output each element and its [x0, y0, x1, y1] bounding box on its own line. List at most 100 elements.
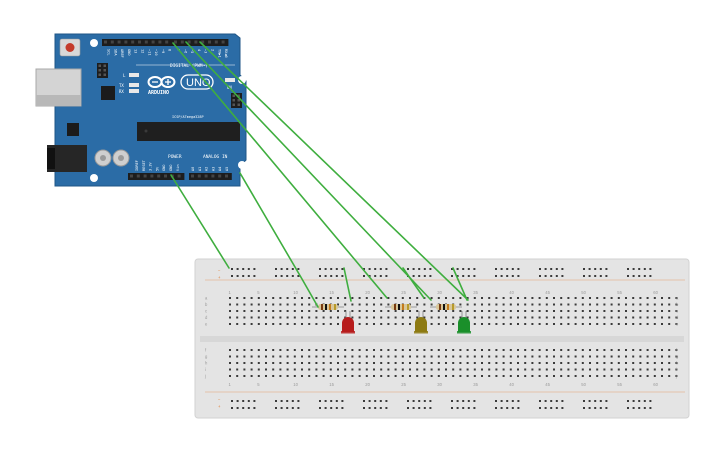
breadboard-hole[interactable] — [250, 303, 253, 306]
breadboard-hole[interactable] — [344, 355, 347, 358]
breadboard-hole[interactable] — [437, 316, 440, 319]
rail-hole[interactable] — [385, 268, 388, 270]
rail-hole[interactable] — [632, 400, 635, 402]
header-pin[interactable] — [143, 174, 147, 178]
breadboard-hole[interactable] — [243, 297, 246, 299]
breadboard-hole[interactable] — [337, 362, 339, 364]
rail-hole[interactable] — [594, 407, 597, 409]
rail-hole[interactable] — [649, 407, 652, 409]
breadboard-hole[interactable] — [617, 355, 620, 358]
breadboard-hole[interactable] — [243, 362, 246, 364]
breadboard-hole[interactable] — [567, 349, 570, 351]
breadboard-hole[interactable] — [301, 310, 303, 312]
breadboard-hole[interactable] — [610, 316, 613, 319]
breadboard-hole[interactable] — [531, 310, 534, 312]
breadboard-hole[interactable] — [653, 316, 656, 319]
breadboard-hole[interactable] — [243, 310, 246, 312]
breadboard-hole[interactable] — [437, 362, 440, 364]
breadboard-hole[interactable] — [560, 310, 563, 312]
breadboard-hole[interactable] — [646, 368, 649, 371]
breadboard-hole[interactable] — [481, 297, 483, 299]
rail-hole[interactable] — [242, 400, 245, 402]
breadboard-hole[interactable] — [617, 323, 620, 325]
breadboard-hole[interactable] — [308, 362, 311, 364]
breadboard-hole[interactable] — [545, 349, 548, 351]
breadboard-hole[interactable] — [545, 375, 548, 377]
breadboard-hole[interactable] — [531, 349, 534, 351]
breadboard-hole[interactable] — [639, 297, 642, 299]
breadboard-hole[interactable] — [301, 362, 303, 364]
breadboard-hole[interactable] — [279, 310, 282, 312]
rail-hole[interactable] — [632, 275, 635, 277]
breadboard-hole[interactable] — [257, 303, 260, 306]
rail-hole[interactable] — [330, 407, 333, 409]
rail-hole[interactable] — [423, 275, 426, 277]
breadboard-hole[interactable] — [301, 375, 303, 377]
breadboard-hole[interactable] — [481, 323, 483, 325]
breadboard-hole[interactable] — [574, 355, 577, 358]
breadboard-hole[interactable] — [365, 323, 368, 325]
rail-hole[interactable] — [500, 268, 503, 270]
breadboard-hole[interactable] — [416, 355, 419, 358]
breadboard-hole[interactable] — [639, 362, 642, 364]
breadboard-hole[interactable] — [473, 355, 476, 358]
breadboard-hole[interactable] — [430, 368, 433, 371]
breadboard-hole[interactable] — [646, 355, 649, 358]
breadboard-hole[interactable] — [293, 297, 296, 299]
breadboard-hole[interactable] — [229, 355, 231, 358]
breadboard-hole[interactable] — [437, 310, 440, 312]
resistor[interactable] — [385, 304, 417, 310]
breadboard-hole[interactable] — [308, 316, 311, 319]
breadboard-hole[interactable] — [286, 303, 289, 306]
breadboard-hole[interactable] — [416, 303, 419, 306]
breadboard-hole[interactable] — [265, 297, 267, 299]
breadboard-hole[interactable] — [502, 375, 505, 377]
breadboard-hole[interactable] — [473, 316, 476, 319]
breadboard-hole[interactable] — [351, 316, 354, 319]
terminal-strip-bottom[interactable] — [229, 349, 678, 377]
breadboard-hole[interactable] — [596, 297, 599, 299]
breadboard-hole[interactable] — [387, 349, 390, 351]
breadboard-hole[interactable] — [279, 297, 282, 299]
breadboard-hole[interactable] — [553, 375, 555, 377]
breadboard-hole[interactable] — [387, 303, 390, 306]
breadboard-hole[interactable] — [337, 368, 339, 371]
rail-hole[interactable] — [297, 275, 300, 277]
breadboard-hole[interactable] — [315, 349, 318, 351]
breadboard-hole[interactable] — [495, 349, 498, 351]
breadboard-hole[interactable] — [315, 316, 318, 319]
breadboard-hole[interactable] — [473, 375, 476, 377]
breadboard-hole[interactable] — [236, 355, 239, 358]
breadboard-hole[interactable] — [236, 316, 239, 319]
breadboard-hole[interactable] — [509, 323, 512, 325]
rail-hole[interactable] — [297, 400, 300, 402]
rail-hole[interactable] — [242, 407, 245, 409]
header-pin[interactable] — [138, 40, 141, 44]
rail-hole[interactable] — [374, 268, 377, 270]
breadboard-hole[interactable] — [524, 355, 527, 358]
header-pin[interactable] — [180, 40, 184, 44]
breadboard-hole[interactable] — [322, 310, 325, 312]
rail-hole[interactable] — [561, 275, 564, 277]
breadboard-hole[interactable] — [430, 316, 433, 319]
jumper-wire[interactable] — [402, 267, 425, 299]
breadboard-hole[interactable] — [243, 355, 246, 358]
rail-hole[interactable] — [544, 407, 547, 409]
rail-hole[interactable] — [379, 268, 382, 270]
breadboard-hole[interactable] — [387, 323, 390, 325]
rail-hole[interactable] — [599, 268, 602, 270]
rail-hole[interactable] — [638, 275, 641, 277]
breadboard-hole[interactable] — [380, 349, 383, 351]
breadboard-hole[interactable] — [603, 349, 606, 351]
rail-hole[interactable] — [517, 275, 520, 277]
breadboard-hole[interactable] — [394, 368, 397, 371]
breadboard-hole[interactable] — [560, 349, 563, 351]
rail-hole[interactable] — [407, 407, 409, 409]
breadboard-hole[interactable] — [646, 297, 649, 299]
breadboard-hole[interactable] — [531, 368, 534, 371]
breadboard-hole[interactable] — [358, 368, 361, 371]
breadboard-hole[interactable] — [632, 323, 635, 325]
breadboard-hole[interactable] — [394, 355, 397, 358]
breadboard-hole[interactable] — [603, 303, 606, 306]
